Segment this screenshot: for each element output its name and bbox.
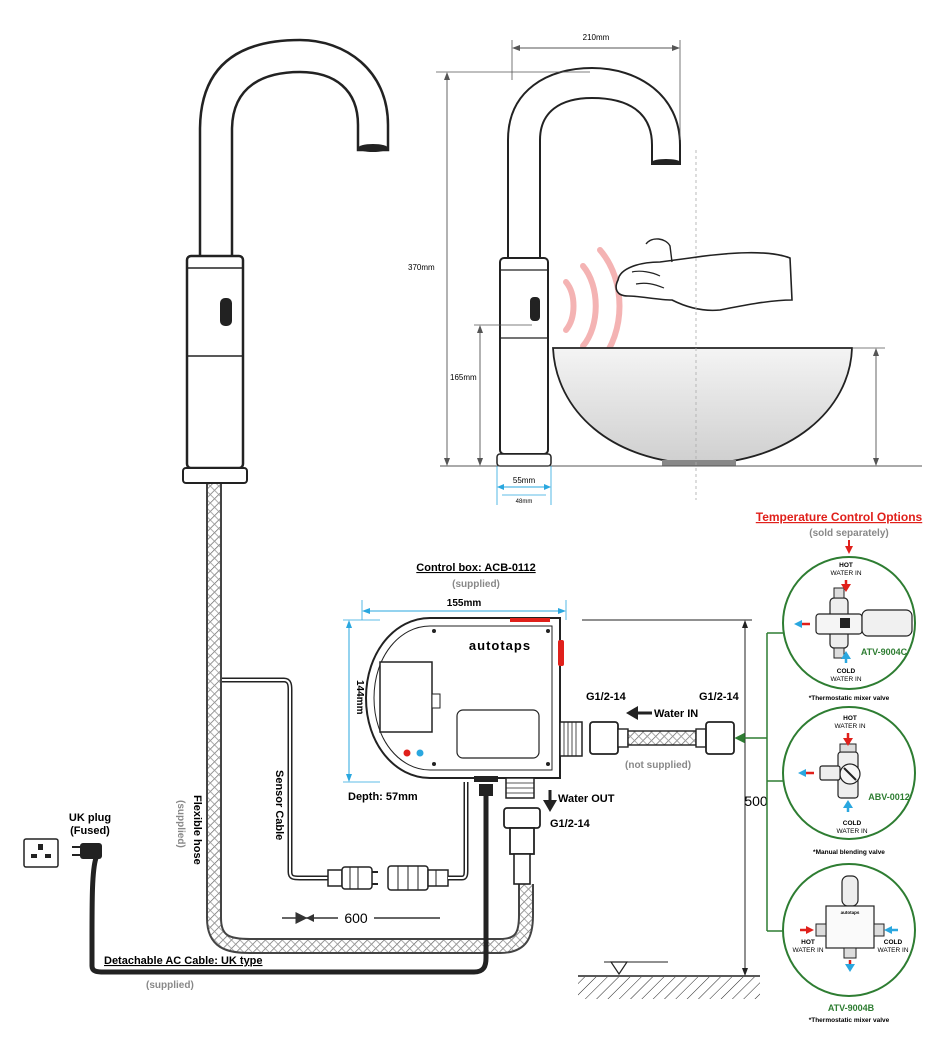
sensor-connector-male — [327, 866, 378, 890]
uk-socket — [23, 838, 59, 868]
box-depth-label: Depth: 57mm — [348, 791, 418, 803]
svg-text:HOT: HOT — [839, 562, 853, 569]
svg-text:autotaps: autotaps — [841, 910, 860, 915]
water-out-label: Water OUT — [558, 793, 615, 805]
option-1-caption: *Thermostatic mixer valve — [809, 695, 890, 702]
svg-text:370mm: 370mm — [408, 263, 435, 272]
sensor-window — [220, 298, 232, 326]
svg-text:144mm: 144mm — [354, 680, 365, 715]
temperature-options-subtitle: (sold separately) — [809, 528, 888, 539]
sensor-waves — [563, 247, 623, 365]
water-out-arrow — [543, 790, 557, 812]
water-out-hose-fitting — [503, 807, 541, 885]
hot-indicator — [403, 749, 411, 757]
svg-text:WATER IN: WATER IN — [830, 676, 861, 683]
svg-text:WATER IN: WATER IN — [834, 723, 865, 730]
length-600-dimension: 600 — [282, 910, 440, 926]
basin — [552, 347, 853, 466]
control-box-title: Control box: ACB-0112 — [416, 562, 535, 574]
svg-text:165mm: 165mm — [450, 373, 477, 382]
ac-cable-supplied: (supplied) — [146, 980, 194, 991]
control-box-logo: autotaps — [469, 638, 531, 653]
height-165-dimension: 165mm — [450, 324, 532, 466]
svg-text:HOT: HOT — [843, 715, 857, 722]
width-210-dimension: 210mm — [511, 33, 681, 140]
box-height-dimension: 144mm — [343, 619, 380, 783]
svg-text:HOT: HOT — [801, 939, 815, 946]
water-in-arrow — [626, 706, 652, 720]
temperature-options-title: Temperature Control Options — [756, 510, 923, 524]
options-bracket — [734, 632, 784, 932]
not-supplied-label: (not supplied) — [625, 760, 691, 771]
uk-plug-label: UK plug — [69, 812, 111, 824]
svg-text:48mm: 48mm — [516, 499, 533, 505]
thermostatic-valve-icon — [815, 587, 913, 659]
option-atv-9004c: HOT WATER IN COLD WATER IN ATV-9004C — [782, 556, 916, 690]
control-box: autotaps — [364, 617, 564, 782]
outlet-fitting — [505, 777, 535, 799]
height-370-dimension: 370mm — [408, 71, 590, 466]
floor — [578, 961, 760, 999]
option-3-code: ATV-9004B — [828, 1003, 875, 1013]
basin-height-dimension — [852, 347, 885, 466]
inlet-fitting — [559, 721, 583, 757]
thread-right-label: G1/2-14 — [699, 691, 740, 703]
svg-text:600: 600 — [344, 910, 368, 926]
svg-text:WATER IN: WATER IN — [877, 947, 908, 954]
title-down-arrow — [845, 540, 853, 554]
thread-out-label: G1/2-14 — [550, 818, 591, 830]
tap-side-view — [496, 66, 681, 467]
ac-cable-label: Detachable AC Cable: UK type — [104, 955, 263, 967]
flexible-hose-label: Flexible hose — [191, 795, 203, 865]
thread-left-label: G1/2-14 — [586, 691, 627, 703]
svg-text:COLD: COLD — [884, 939, 903, 946]
sensor-cable-label: Sensor Cable — [273, 770, 285, 840]
svg-text:ATV-9004C: ATV-9004C — [861, 647, 908, 657]
thermostatic-box-valve-icon: autotaps — [815, 875, 885, 959]
blending-valve-icon — [819, 743, 861, 799]
svg-text:210mm: 210mm — [583, 33, 610, 42]
option-3-caption: *Thermostatic mixer valve — [809, 1017, 890, 1024]
flexible-hose-supplied: (supplied) — [175, 800, 186, 848]
option-atv-9004b: autotaps HOT WATER IN COLD WATER IN — [782, 863, 916, 997]
svg-text:155mm: 155mm — [447, 598, 482, 609]
base-55-dimension: 55mm 48mm — [496, 466, 552, 505]
uk-plug — [72, 843, 102, 859]
svg-text:COLD: COLD — [837, 668, 856, 675]
height-500-dimension: 500 — [582, 619, 768, 976]
option-abv-0012: HOT WATER IN COLD WATER IN ABV-0012 — [782, 706, 916, 840]
svg-text:500: 500 — [744, 793, 768, 809]
sensor-connector-female — [387, 865, 449, 891]
cold-indicator — [416, 749, 424, 757]
svg-text:COLD: COLD — [843, 820, 862, 827]
control-box-supplied: (supplied) — [452, 579, 500, 590]
svg-text:55mm: 55mm — [513, 476, 536, 485]
hand-icon — [615, 238, 793, 312]
svg-text:WATER IN: WATER IN — [830, 570, 861, 577]
box-width-dimension: 155mm — [361, 598, 567, 620]
water-in-label: Water IN — [654, 708, 698, 720]
svg-text:WATER IN: WATER IN — [792, 947, 823, 954]
option-2-caption: *Manual blending valve — [813, 849, 885, 856]
water-in-hose — [589, 721, 735, 755]
svg-text:ABV-0012: ABV-0012 — [868, 792, 910, 802]
main-tap — [182, 38, 390, 484]
ac-cable — [89, 790, 489, 975]
svg-text:WATER IN: WATER IN — [836, 828, 867, 835]
uk-plug-fused-label: (Fused) — [70, 825, 110, 837]
